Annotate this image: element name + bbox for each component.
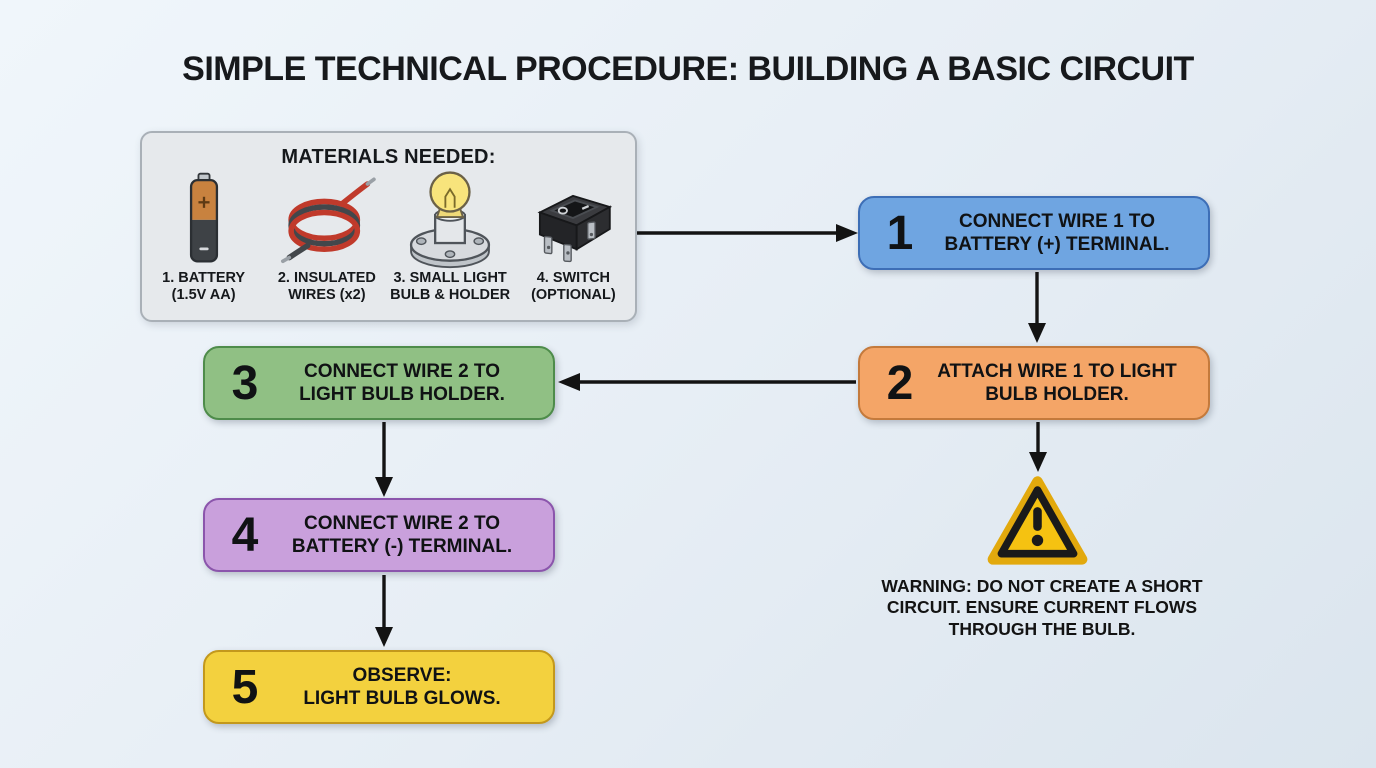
material-item-bulb: 3. SMALL LIGHT BULB & HOLDER xyxy=(389,169,512,303)
step-4-number: 4 xyxy=(231,508,259,562)
arrow-step4-to-step5 xyxy=(375,575,393,647)
step-5-box: 5 OBSERVE: LIGHT BULB GLOWS. xyxy=(203,650,555,724)
arrow-materials-to-step1 xyxy=(637,224,858,242)
warning-triangle-icon xyxy=(985,472,1090,572)
arrow-step2-to-warning xyxy=(1029,422,1047,472)
step-4-text: CONNECT WIRE 2 TO BATTERY (-) TERMINAL. xyxy=(291,512,513,557)
material-label-switch: 4. SWITCH (OPTIONAL) xyxy=(531,270,616,303)
battery-icon xyxy=(175,169,233,267)
materials-heading: MATERIALS NEEDED: xyxy=(281,146,496,168)
material-label-bulb: 3. SMALL LIGHT BULB & HOLDER xyxy=(390,270,511,303)
material-item-switch: 4. SWITCH (OPTIONAL) xyxy=(512,169,635,303)
arrow-step2-to-step3 xyxy=(558,373,856,391)
step-3-box: 3 CONNECT WIRE 2 TO LIGHT BULB HOLDER. xyxy=(203,346,555,420)
switch-icon xyxy=(527,169,619,267)
step-2-number: 2 xyxy=(886,356,914,410)
step-5-text: OBSERVE: LIGHT BULB GLOWS. xyxy=(303,664,501,709)
materials-panel: MATERIALS NEEDED: 1. BATTERY (1.5V AA) xyxy=(140,131,637,322)
step-2-box: 2 ATTACH WIRE 1 TO LIGHT BULB HOLDER. xyxy=(858,346,1210,420)
step-3-number: 3 xyxy=(231,356,259,410)
arrow-step1-to-step2 xyxy=(1028,272,1046,343)
material-item-wires: 2. INSULATED WIRES (x2) xyxy=(265,169,388,303)
warning-text: WARNING: DO NOT CREATE A SHORT CIRCUIT. … xyxy=(881,576,1203,639)
arrow-step3-to-step4 xyxy=(375,422,393,497)
step-1-text: CONNECT WIRE 1 TO BATTERY (+) TERMINAL. xyxy=(944,210,1170,255)
material-label-battery: 1. BATTERY (1.5V AA) xyxy=(162,270,246,303)
page-title: SIMPLE TECHNICAL PROCEDURE: BUILDING A B… xyxy=(182,50,1194,88)
material-item-battery: 1. BATTERY (1.5V AA) xyxy=(142,169,265,303)
step-5-number: 5 xyxy=(231,660,259,714)
insulated-wires-icon xyxy=(275,169,379,267)
light-bulb-holder-icon xyxy=(399,169,501,269)
step-2-text: ATTACH WIRE 1 TO LIGHT BULB HOLDER. xyxy=(937,360,1177,405)
step-3-text: CONNECT WIRE 2 TO LIGHT BULB HOLDER. xyxy=(299,360,505,405)
step-4-box: 4 CONNECT WIRE 2 TO BATTERY (-) TERMINAL… xyxy=(203,498,555,572)
material-label-wires: 2. INSULATED WIRES (x2) xyxy=(277,270,376,303)
step-1-box: 1 CONNECT WIRE 1 TO BATTERY (+) TERMINAL… xyxy=(858,196,1210,270)
step-1-number: 1 xyxy=(886,206,914,260)
materials-row: 1. BATTERY (1.5V AA) 2. INSULATED WIRES … xyxy=(142,169,635,303)
